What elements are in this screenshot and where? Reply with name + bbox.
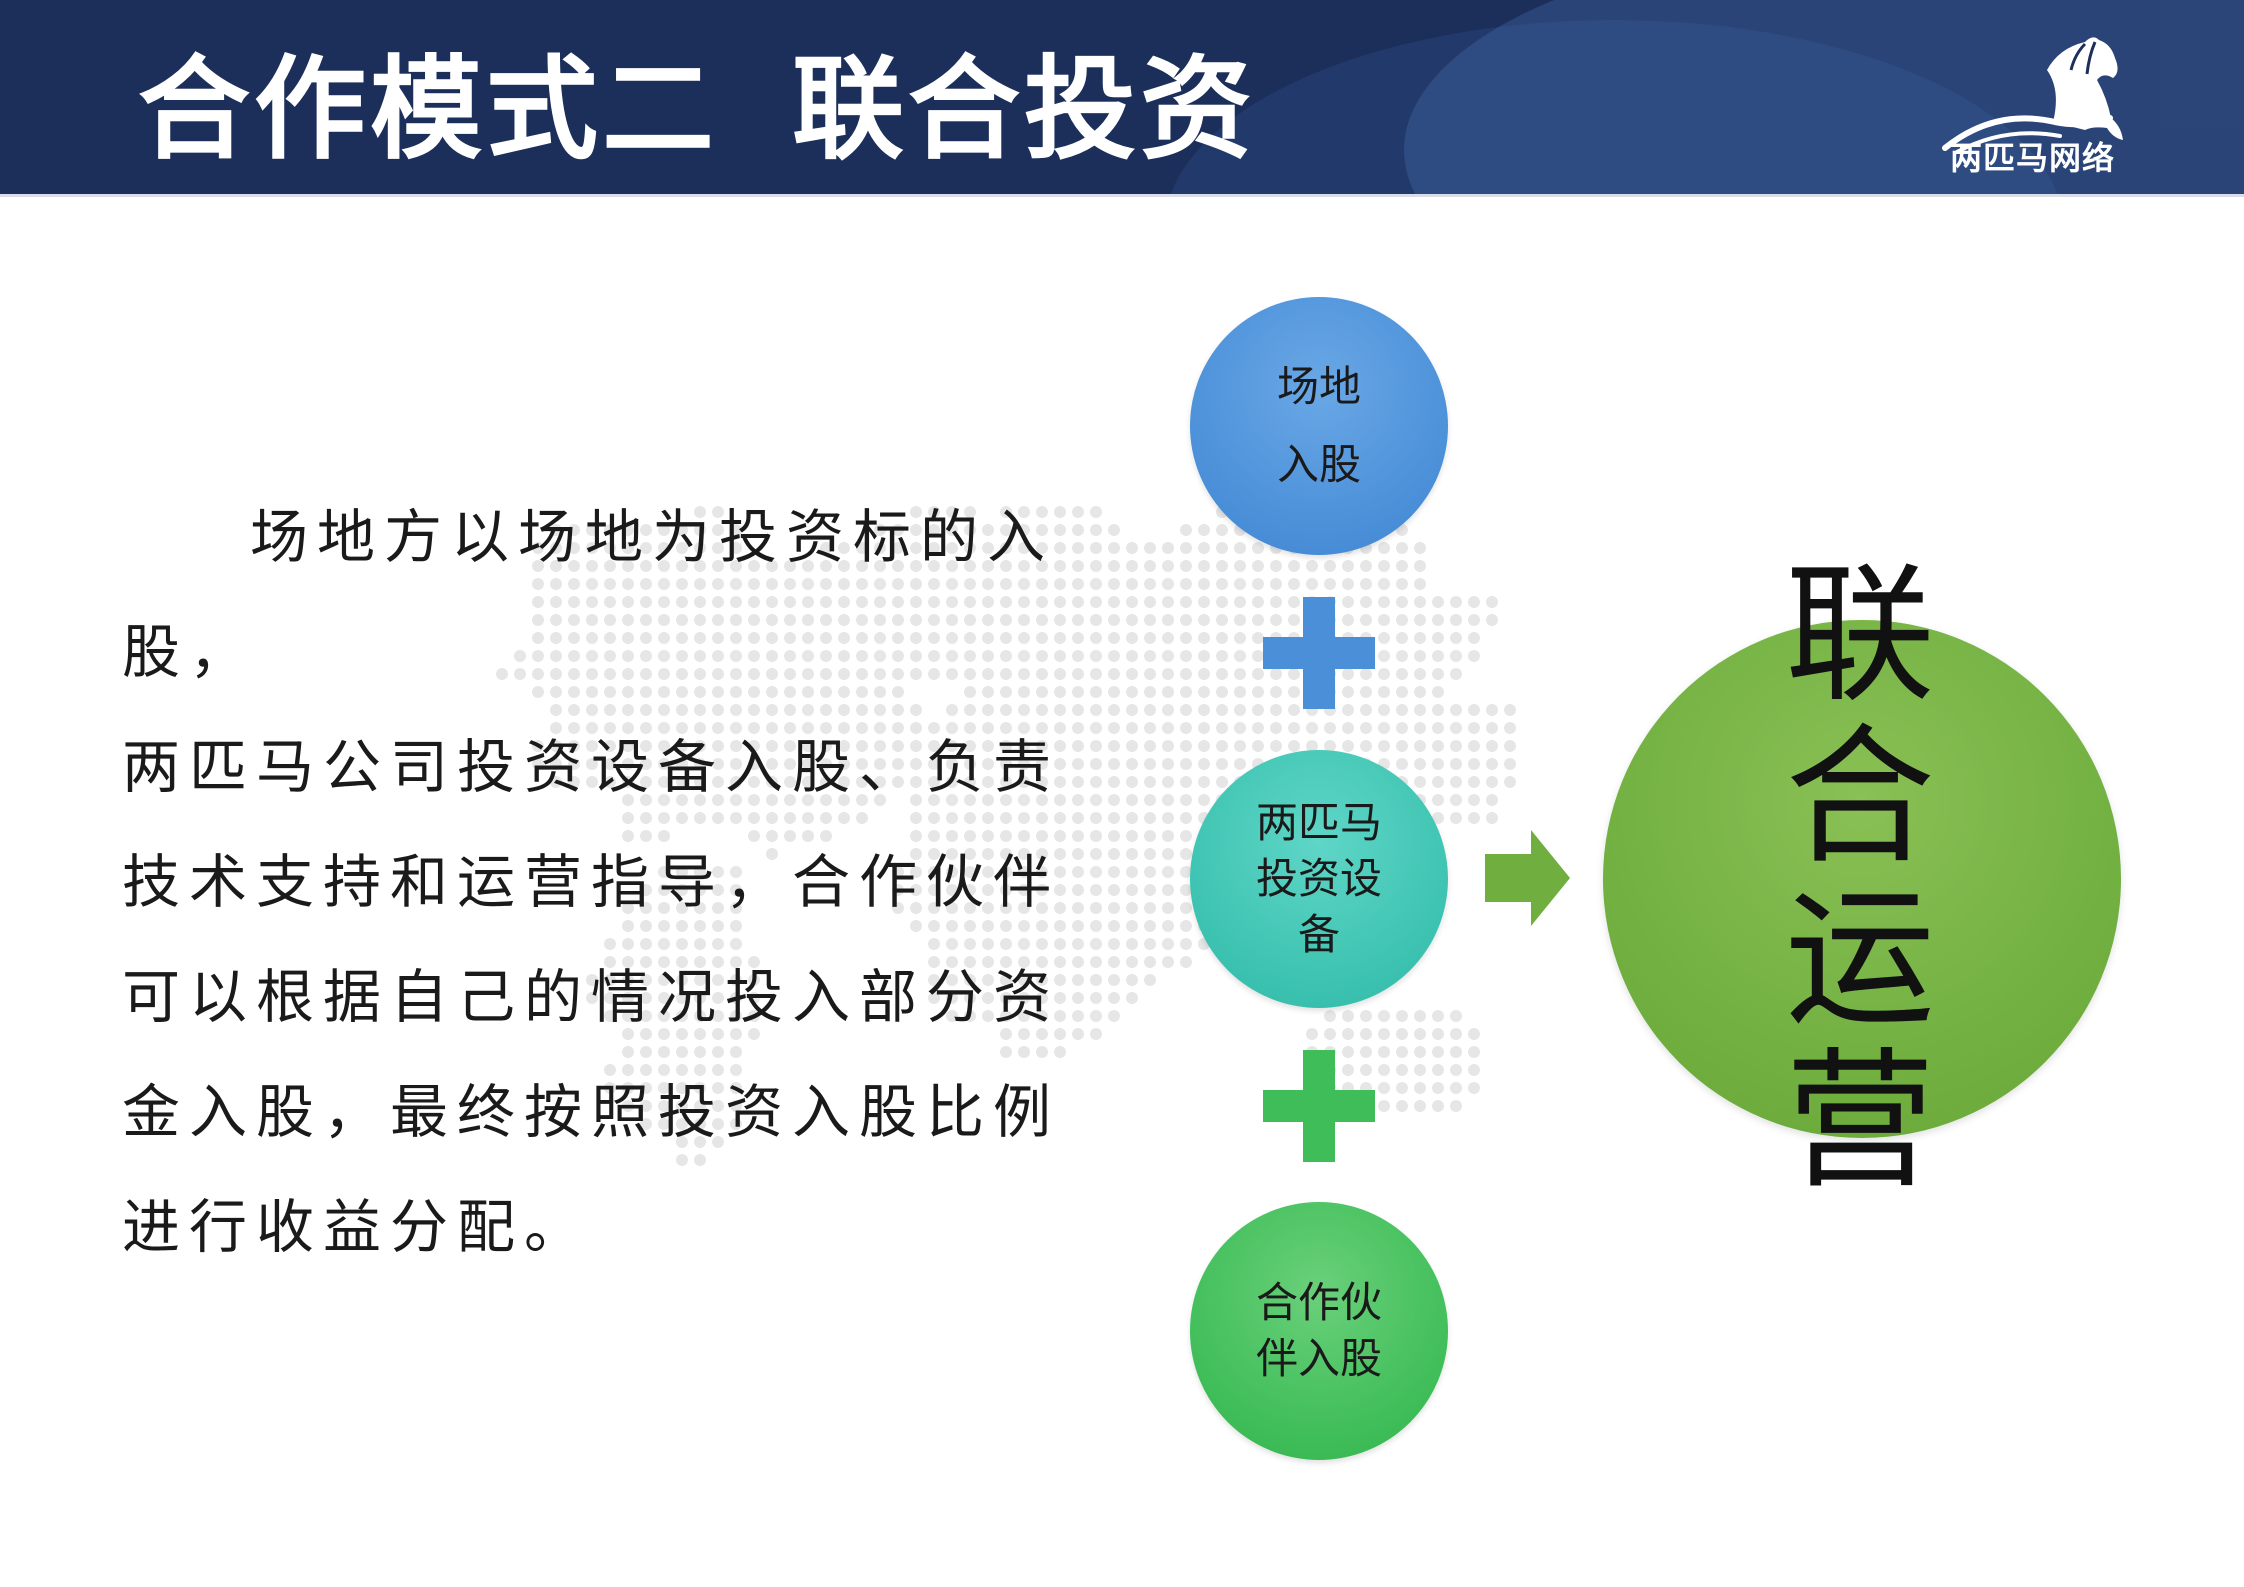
description-line-5: 金入股，最终按照投资入股比例 <box>122 1078 1061 1146</box>
description-line-3: 技术支持和运营指导，合作伙伴 <box>122 848 1061 916</box>
arrow-right-icon <box>1485 830 1570 926</box>
input-circle-venue: 场地 入股 <box>1190 297 1448 555</box>
output-label: 联合 运营 <box>1784 549 1939 1209</box>
header-bar: 合作模式二 联合投资 <box>0 0 2244 194</box>
input-circle-equipment: 两匹马 投资设 备 <box>1190 750 1448 1008</box>
slide-title-topic: 联合投资 <box>792 45 1256 175</box>
description-line-4: 可以根据自己的情况投入部分资 <box>122 963 1061 1031</box>
description-line-1: 场地方以场地为投资标的入股， <box>122 503 1055 686</box>
input-circle-partner: 合作伙 伴入股 <box>1190 1202 1448 1460</box>
input-label-venue: 场地 入股 <box>1276 362 1361 489</box>
output-circle-joint-operation: 联合 运营 <box>1603 555 2121 1203</box>
description-line-2: 两匹马公司投资设备入股、负责 <box>122 733 1061 801</box>
logo-text: 两匹马网络 <box>1950 139 2116 177</box>
input-label-equipment: 两匹马 投资设 备 <box>1255 798 1382 959</box>
horse-logo-icon <box>1942 37 2123 154</box>
plus-icon <box>1263 1050 1375 1162</box>
description-line-6: 进行收益分配。 <box>122 1193 592 1261</box>
header-divider <box>0 194 2244 197</box>
slide-title-mode: 合作模式二 <box>138 45 718 175</box>
input-label-partner: 合作伙 伴入股 <box>1255 1278 1382 1383</box>
description-paragraph: 场地方以场地为投资标的入股， 两匹马公司投资设备入股、负责 技术支持和运营指导，… <box>122 480 1102 1285</box>
plus-icon <box>1263 597 1375 709</box>
